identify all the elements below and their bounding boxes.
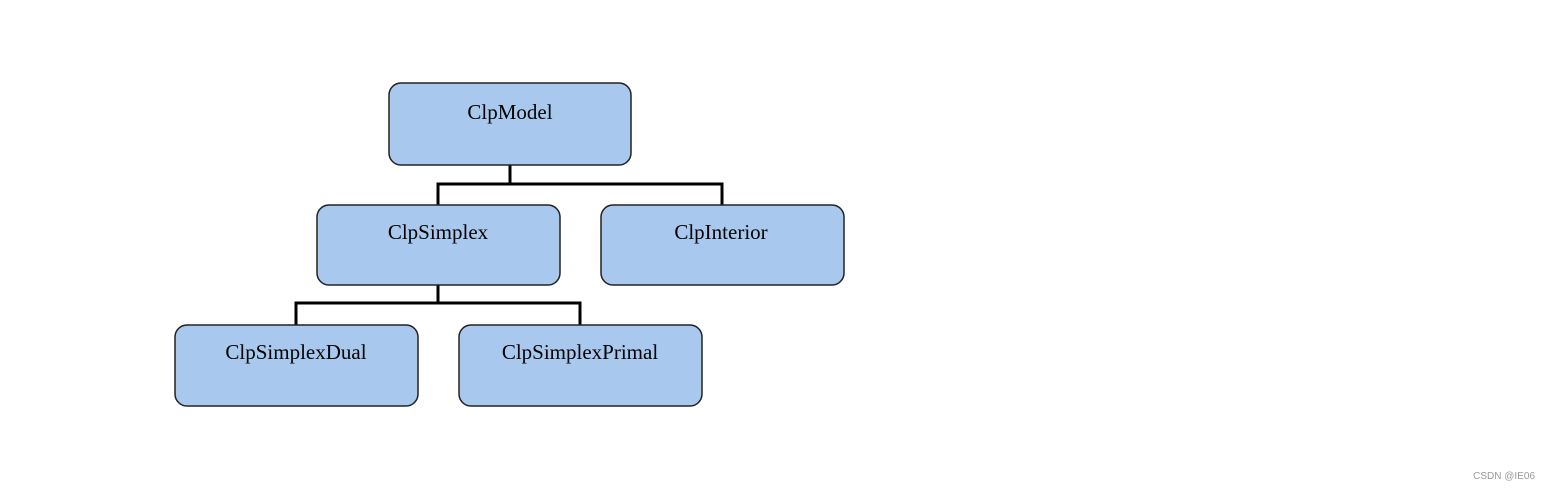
node-clpsimplexprimal: ClpSimplexPrimal (458, 324, 703, 407)
node-clpinterior: ClpInterior (600, 204, 845, 286)
connector-clpsimplex-children (294, 283, 582, 327)
node-clpmodel: ClpModel (388, 82, 632, 166)
node-label-clpsimplex: ClpSimplex (388, 220, 489, 244)
node-label-clpsimplexprimal: ClpSimplexPrimal (502, 340, 659, 364)
node-label-clpinterior: ClpInterior (674, 220, 767, 244)
node-clpsimplex: ClpSimplex (316, 204, 561, 286)
watermark: CSDN @IE06 (1473, 471, 1535, 482)
node-clpsimplexdual: ClpSimplexDual (174, 324, 419, 407)
node-label-clpmodel: ClpModel (467, 100, 552, 124)
connector-clpmodel-children (436, 163, 724, 207)
node-label-clpsimplexdual: ClpSimplexDual (225, 340, 366, 364)
